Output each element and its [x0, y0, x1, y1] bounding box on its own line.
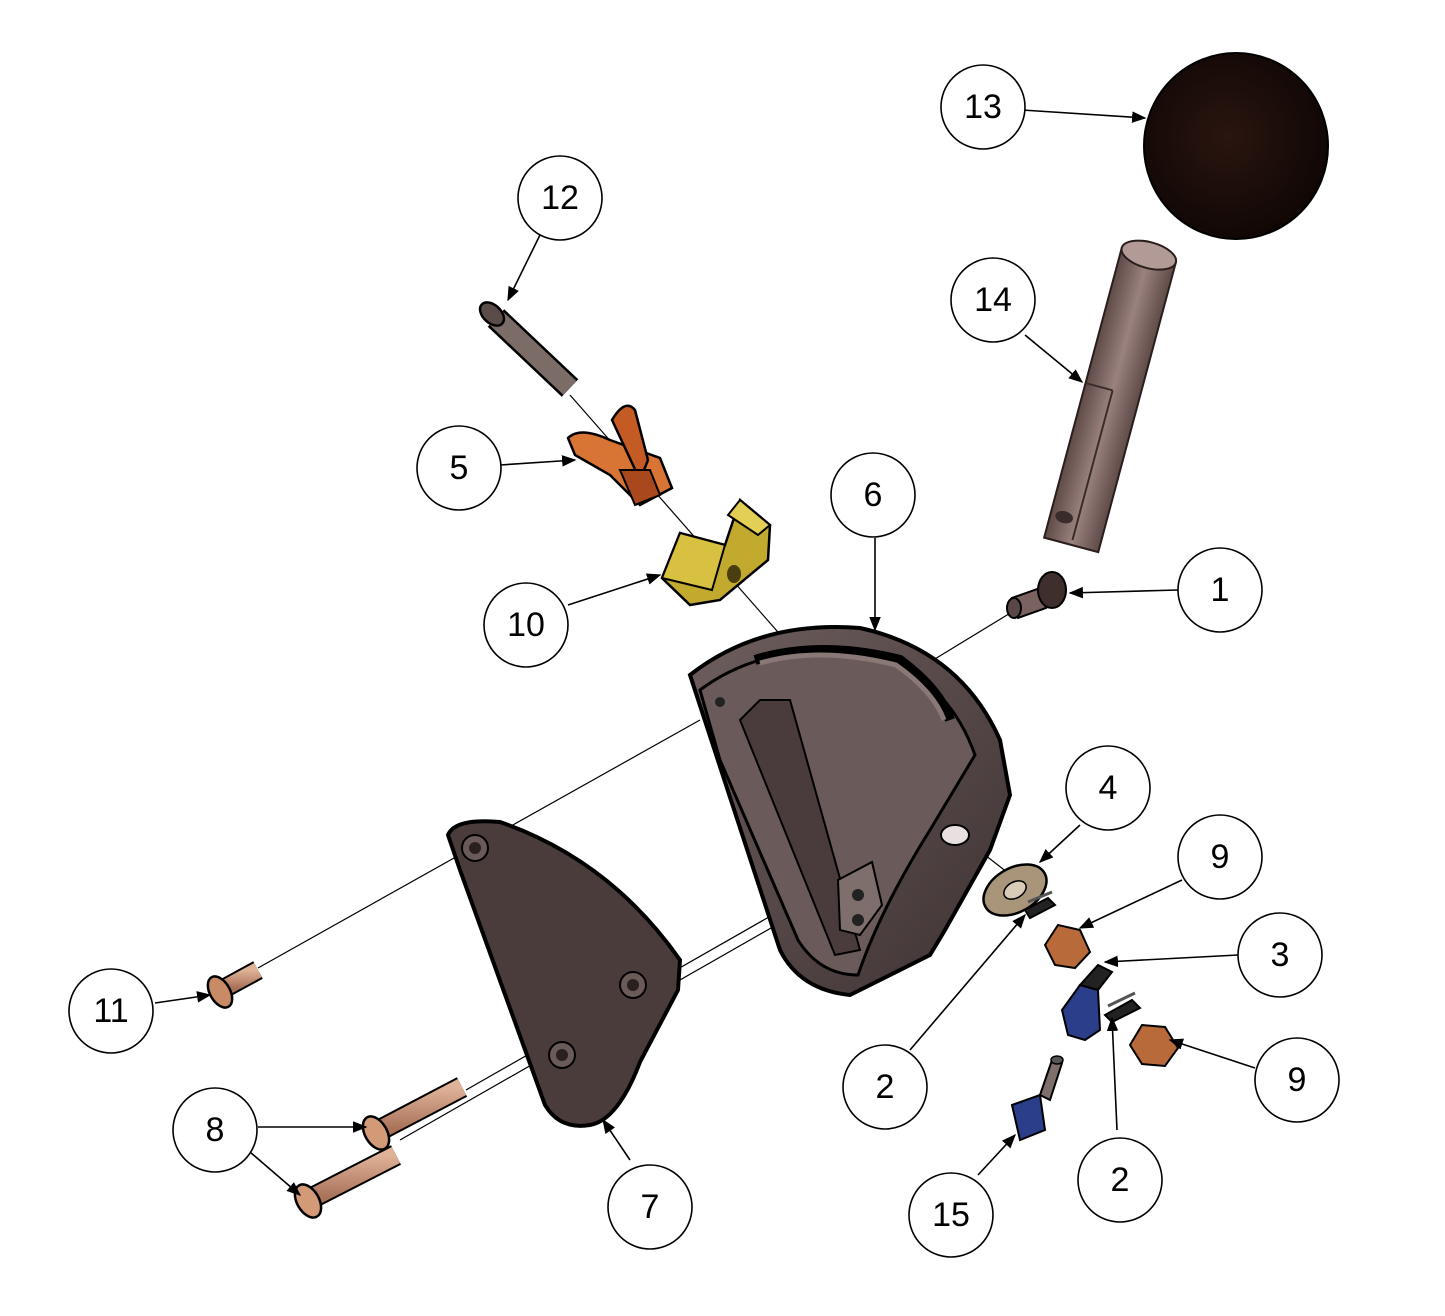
- balloon-8: 8: [172, 1087, 258, 1173]
- balloon-label: 6: [864, 476, 883, 514]
- part-short-screw: [206, 961, 263, 1009]
- part-shaft: [1042, 239, 1178, 554]
- balloon-3: 3: [1237, 912, 1323, 998]
- balloon-11: 11: [68, 968, 154, 1054]
- leader-11: [154, 991, 212, 1004]
- balloon-10: 10: [483, 582, 569, 668]
- leader-3: [1103, 954, 1239, 968]
- balloon-label: 9: [1288, 1061, 1307, 1099]
- balloon-2-lower: 2: [1077, 1137, 1163, 1223]
- balloon-9-lower: 9: [1254, 1037, 1340, 1123]
- part-washer: [982, 863, 1048, 917]
- leader-7: [602, 1118, 631, 1161]
- balloon-label: 12: [541, 179, 579, 217]
- leader-2-lower: [1106, 1016, 1119, 1131]
- part-housing: [687, 625, 1013, 998]
- part-stud: [1060, 963, 1114, 1042]
- part-nut-upper: [1043, 923, 1092, 970]
- balloon-14: 14: [950, 257, 1036, 343]
- balloon-label: 5: [450, 449, 469, 487]
- balloons: 13 14 12 5 6 10 1 4: [68, 64, 1340, 1258]
- balloon-label: 4: [1099, 769, 1118, 807]
- balloon-label: 14: [974, 281, 1012, 319]
- leader-13: [1021, 109, 1147, 123]
- leader-10: [567, 573, 662, 606]
- part-cover-plate: [445, 819, 683, 1128]
- part-spring-clip-lower: [1103, 991, 1142, 1024]
- leader-9-upper: [1078, 879, 1183, 929]
- balloon-label: 10: [507, 606, 545, 644]
- balloon-label: 7: [641, 1188, 660, 1226]
- leader-1: [1068, 586, 1179, 599]
- balloon-label: 2: [876, 1068, 895, 1106]
- part-long-screws: [293, 1077, 468, 1219]
- balloon-label: 3: [1271, 936, 1290, 974]
- balloon-2-upper: 2: [842, 1044, 928, 1130]
- balloon-1: 1: [1177, 547, 1263, 633]
- leader-4: [1038, 824, 1081, 863]
- part-pin: [478, 301, 579, 397]
- balloon-label: 13: [964, 88, 1002, 126]
- part-blue-fitting: [1010, 1055, 1064, 1142]
- balloon-label: 15: [932, 1196, 970, 1234]
- balloon-6: 6: [830, 452, 916, 538]
- leader-9-lower: [1168, 1038, 1256, 1069]
- balloon-label: 2: [1111, 1161, 1130, 1199]
- leader-5: [499, 455, 577, 467]
- balloon-label: 1: [1211, 571, 1230, 609]
- balloon-4: 4: [1065, 745, 1151, 831]
- part-bushing: [1006, 571, 1067, 620]
- balloon-label: 9: [1211, 838, 1230, 876]
- leader-2-upper: [909, 913, 1026, 1051]
- part-knob: [1143, 52, 1329, 240]
- balloon-9-upper: 9: [1177, 814, 1263, 900]
- balloon-7: 7: [607, 1164, 693, 1250]
- part-block: [660, 497, 772, 607]
- balloon-label: 11: [93, 992, 128, 1030]
- part-lever: [566, 404, 674, 507]
- leader-8-lower: [249, 1151, 302, 1196]
- leader-15: [977, 1133, 1016, 1176]
- balloon-13: 13: [940, 64, 1026, 150]
- balloon-label: 8: [206, 1111, 225, 1149]
- part-spring-clip-upper: [1023, 890, 1057, 920]
- balloon-5: 5: [416, 425, 502, 511]
- balloon-12: 12: [517, 155, 603, 241]
- part-nut-lower: [1128, 1023, 1180, 1068]
- balloon-15: 15: [908, 1172, 994, 1258]
- leader-12: [507, 234, 541, 302]
- leader-14: [1024, 334, 1084, 383]
- leader-lines: [154, 109, 1256, 1196]
